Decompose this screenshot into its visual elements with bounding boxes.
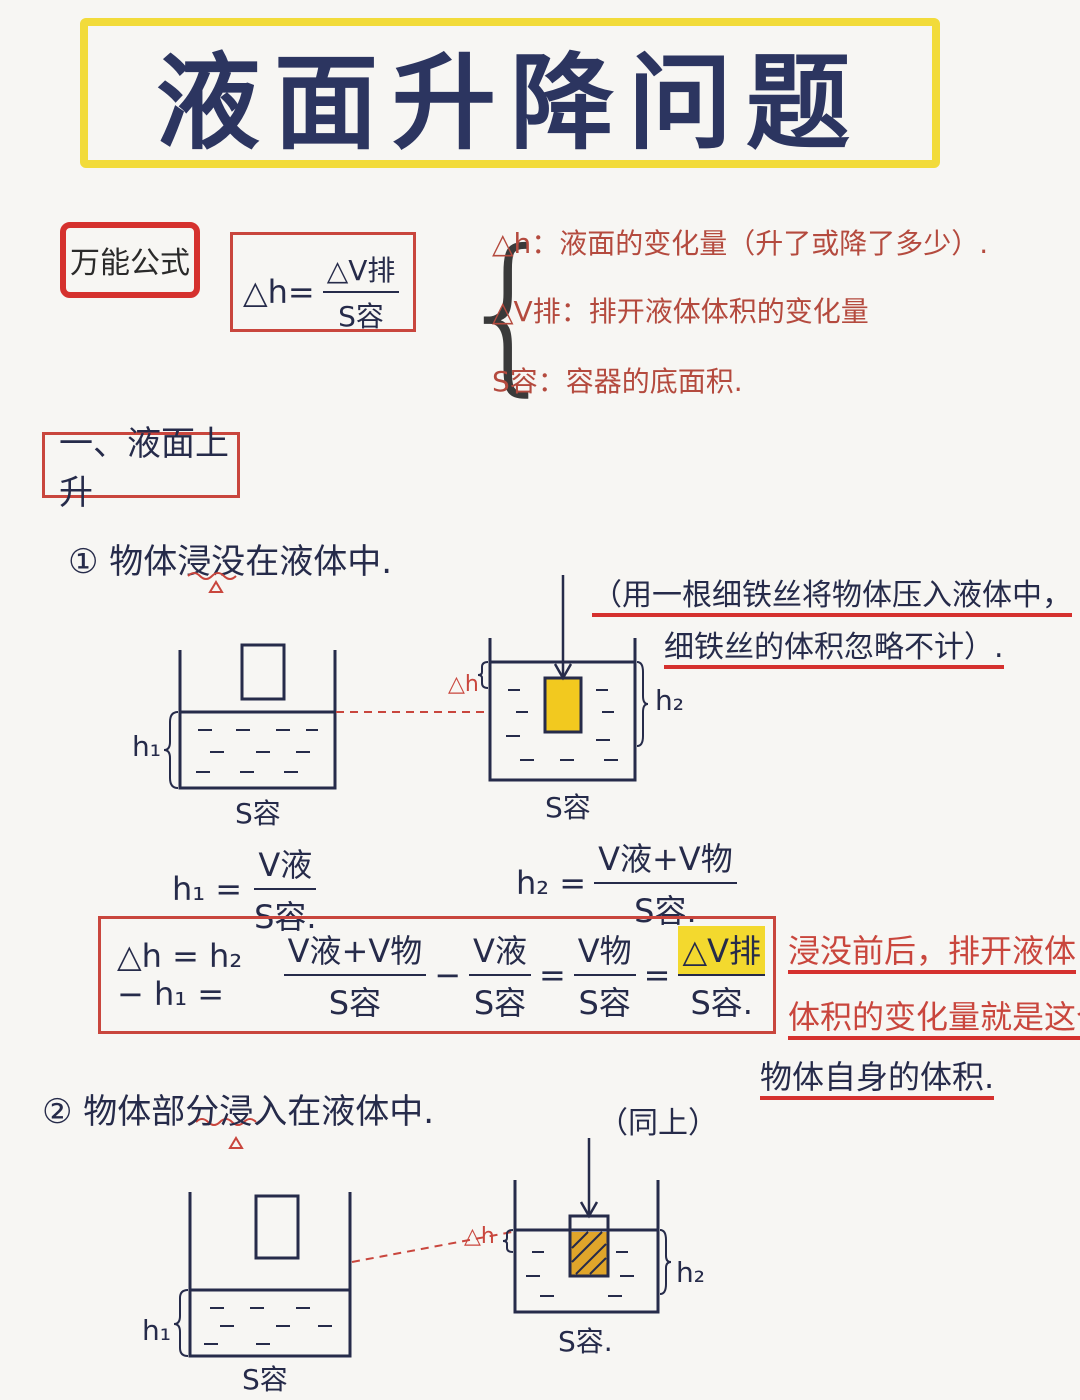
case1-title: ① 物体浸没在液体中.	[68, 542, 393, 582]
triangle-mark-2	[228, 1136, 244, 1149]
title-box: 液面升降问题	[80, 18, 940, 168]
container-left-1	[178, 643, 337, 790]
label-dh-1: △h	[448, 672, 479, 697]
brace-h1-2	[173, 1289, 189, 1357]
highlighted-delta-v: △V排	[678, 926, 765, 976]
label-dh-2: △h	[464, 1224, 495, 1249]
page-title: 液面升降问题	[155, 41, 864, 164]
partially-submerged-object-2	[568, 1214, 610, 1278]
definition-1: △h：液面的变化量（升了或降了多少）.	[492, 227, 989, 260]
brace-dh-2	[502, 1229, 514, 1253]
label-h1-1: h₁	[132, 730, 161, 763]
wire-arrow-1	[553, 575, 573, 681]
brace-icon: {	[455, 214, 564, 412]
side-note-2: 体积的变化量就是这个	[788, 992, 1080, 1040]
brace-h1-1	[163, 711, 179, 789]
side-note-3: 物体自身的体积.	[760, 1052, 995, 1100]
liquid-dashes-left-2	[204, 1307, 332, 1345]
case1-note2: 细铁丝的体积忽略不计）.	[664, 622, 1004, 669]
wavy-underline-2	[195, 1118, 257, 1126]
case2-title: ② 物体部分浸入在液体中.	[42, 1092, 435, 1132]
case2-note: （同上）	[598, 1106, 718, 1141]
label-s-right-2: S容.	[558, 1325, 613, 1358]
liquid-dashes-right-1	[506, 689, 618, 761]
container-right-2	[513, 1180, 660, 1314]
formula-den: S容	[338, 300, 384, 333]
liquid-dashes-left-1	[196, 729, 318, 773]
label-h2-2: h₂	[676, 1256, 705, 1289]
definition-2: △V排：排开液体体积的变化量	[492, 295, 869, 328]
formula-lhs: △h=	[243, 273, 315, 311]
wavy-underline-1	[187, 572, 237, 580]
case1-note1: （用一根细铁丝将物体压入液体中，	[592, 570, 1072, 617]
definition-3: S容：容器的底面积.	[492, 365, 743, 398]
wire-arrow-2	[579, 1138, 599, 1219]
label-s-left-1: S容	[235, 797, 281, 830]
universal-formula-tag: 万能公式	[60, 222, 200, 298]
brace-h2-2	[659, 1229, 672, 1295]
label-h1-2: h₁	[142, 1314, 171, 1347]
side-note-1: 浸没前后，排开液体	[788, 926, 1077, 974]
formula-box: △h= △V排 S容	[230, 232, 416, 333]
submerged-object-1	[543, 676, 583, 734]
container-left-2	[188, 1192, 352, 1358]
triangle-mark-1	[208, 580, 224, 593]
label-h2-1: h₂	[655, 684, 684, 717]
brace-dh-1	[477, 661, 489, 689]
brace-h2-1	[636, 661, 649, 747]
label-s-left-2: S容	[242, 1363, 288, 1396]
label-s-right-1: S容	[545, 791, 591, 824]
liquid-dashes-right-2	[526, 1251, 634, 1297]
formula-num: △V排	[322, 249, 400, 293]
